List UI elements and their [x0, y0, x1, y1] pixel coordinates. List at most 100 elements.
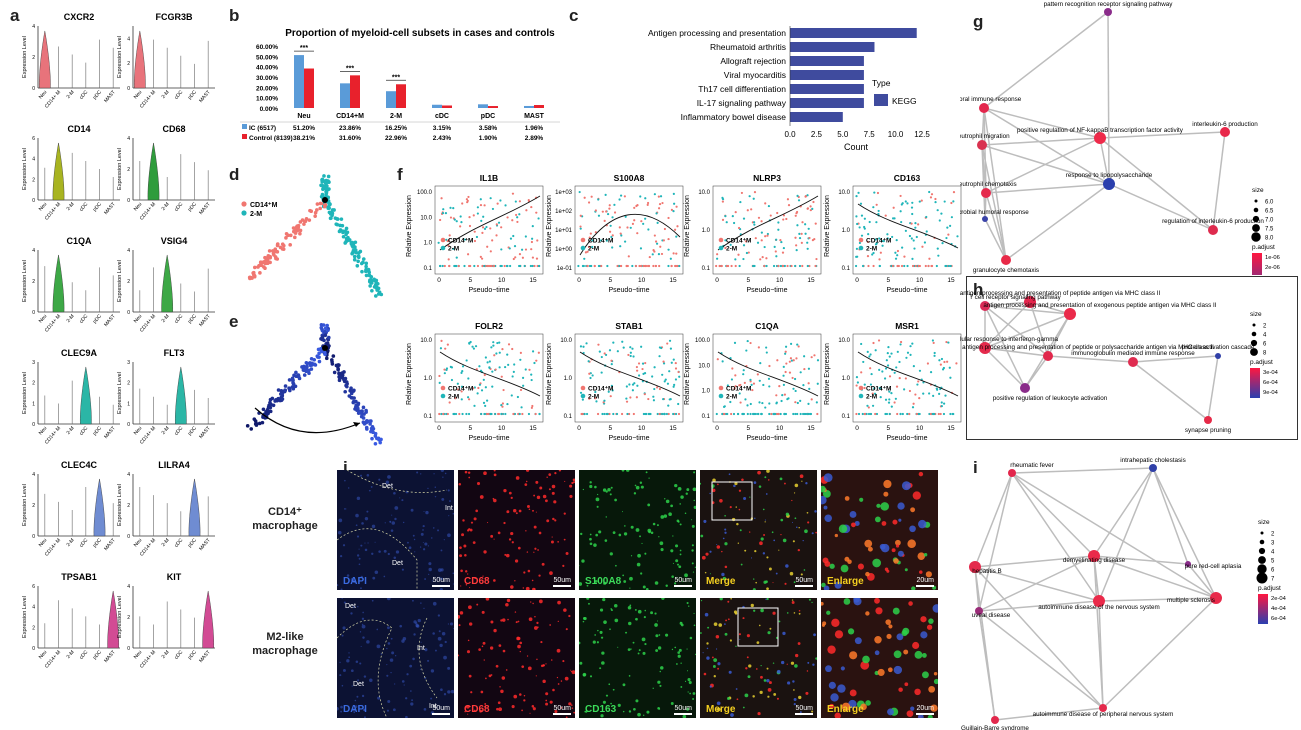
cell-point	[266, 411, 270, 416]
cell-signal	[526, 505, 530, 508]
cell-point	[323, 333, 328, 338]
cell-point	[591, 374, 594, 377]
cell-signal	[518, 509, 522, 513]
y-axis-label: Relative Expression	[684, 195, 691, 257]
cell-point	[379, 292, 384, 297]
cell-point	[855, 376, 859, 379]
cell-signal	[754, 550, 757, 553]
cell-signal	[903, 649, 909, 655]
cell-signal	[888, 624, 893, 629]
cell-point	[597, 264, 601, 268]
cell-signal	[570, 670, 573, 673]
cell-signal	[709, 685, 712, 688]
cell-signal	[827, 645, 836, 654]
row-label-line2: macrophage	[252, 645, 318, 657]
region-label: Det	[353, 681, 364, 688]
cell-signal	[573, 711, 575, 714]
cell-point	[667, 248, 670, 251]
cell-signal	[386, 664, 388, 666]
cell-point	[364, 269, 368, 274]
category-tick: MAST	[103, 537, 117, 551]
cell-signal	[470, 521, 474, 524]
cell-point	[935, 264, 938, 268]
cell-point	[455, 256, 458, 259]
cell-signal	[554, 472, 557, 475]
cell-point	[937, 412, 940, 416]
node-label: neutrophil migration	[960, 133, 1010, 140]
cell-point	[635, 396, 638, 399]
cell-signal	[443, 655, 447, 660]
scale-bar: 20um	[916, 577, 934, 587]
cell-point	[481, 231, 484, 234]
cell-signal	[749, 496, 751, 498]
cell-point	[655, 242, 659, 245]
cell-signal	[640, 485, 644, 489]
cell-signal	[812, 663, 815, 666]
cell-signal	[892, 519, 898, 525]
cell-point	[653, 366, 656, 369]
cell-signal	[854, 520, 860, 526]
scale-bar: 50um	[795, 577, 813, 587]
cell-point	[480, 257, 484, 260]
cell-signal	[515, 621, 518, 624]
cell-signal	[420, 532, 424, 536]
y-tick: 30.00%	[256, 75, 278, 82]
cell-point	[510, 394, 513, 397]
cell-signal	[352, 579, 357, 584]
cell-point	[512, 257, 515, 261]
x-tick: 0	[715, 425, 719, 432]
cell-signal	[834, 581, 842, 589]
cell-point	[932, 394, 935, 397]
cell-point	[467, 412, 471, 416]
cell-point	[476, 392, 479, 395]
cell-point	[322, 185, 326, 189]
cell-point	[446, 412, 449, 416]
cell-point	[792, 412, 795, 416]
cell-signal	[815, 657, 817, 660]
cell-signal	[432, 601, 437, 606]
network-node	[980, 301, 990, 311]
cell-signal	[766, 470, 770, 473]
cell-signal	[354, 699, 357, 702]
cell-point	[797, 199, 801, 202]
cell-point	[801, 221, 804, 224]
cell-signal	[362, 611, 364, 614]
cell-signal	[390, 671, 392, 674]
network-edge	[974, 566, 1100, 602]
y-axis-label: Expression Level	[22, 36, 28, 78]
cell-point	[666, 382, 670, 385]
gene-title: CD14	[67, 124, 90, 134]
cell-signal	[483, 706, 486, 708]
cell-signal	[492, 497, 495, 500]
cell-signal	[387, 642, 391, 645]
cell-signal	[647, 503, 651, 507]
network-edge	[978, 610, 1104, 709]
cell-signal	[811, 532, 814, 535]
node-label: antigen processing and presentation of p…	[962, 344, 1214, 351]
cell-point	[938, 392, 941, 395]
cell-point	[450, 366, 454, 369]
cell-point	[283, 388, 288, 393]
cell-point	[268, 260, 272, 265]
cell-signal	[706, 642, 709, 645]
cell-point	[651, 253, 654, 256]
cell-signal	[546, 476, 548, 478]
cell-signal	[793, 697, 797, 701]
cell-point	[270, 396, 275, 401]
cell-signal	[722, 537, 725, 540]
cell-point	[513, 363, 516, 366]
cell-signal	[724, 623, 726, 625]
cell-signal	[557, 540, 559, 543]
trend-curve	[439, 195, 541, 251]
cell-point	[529, 264, 532, 268]
cell-point	[946, 360, 949, 363]
cell-signal	[885, 619, 892, 625]
cell-point	[601, 412, 604, 416]
y-axis-label: Expression Level	[117, 484, 123, 526]
color-legend-label: 2e-04	[1271, 596, 1287, 602]
cell-point	[734, 258, 737, 261]
cell-signal	[540, 641, 543, 644]
category-tick: cDC	[174, 425, 185, 437]
cell-signal	[368, 489, 371, 492]
cell-point	[910, 237, 913, 240]
